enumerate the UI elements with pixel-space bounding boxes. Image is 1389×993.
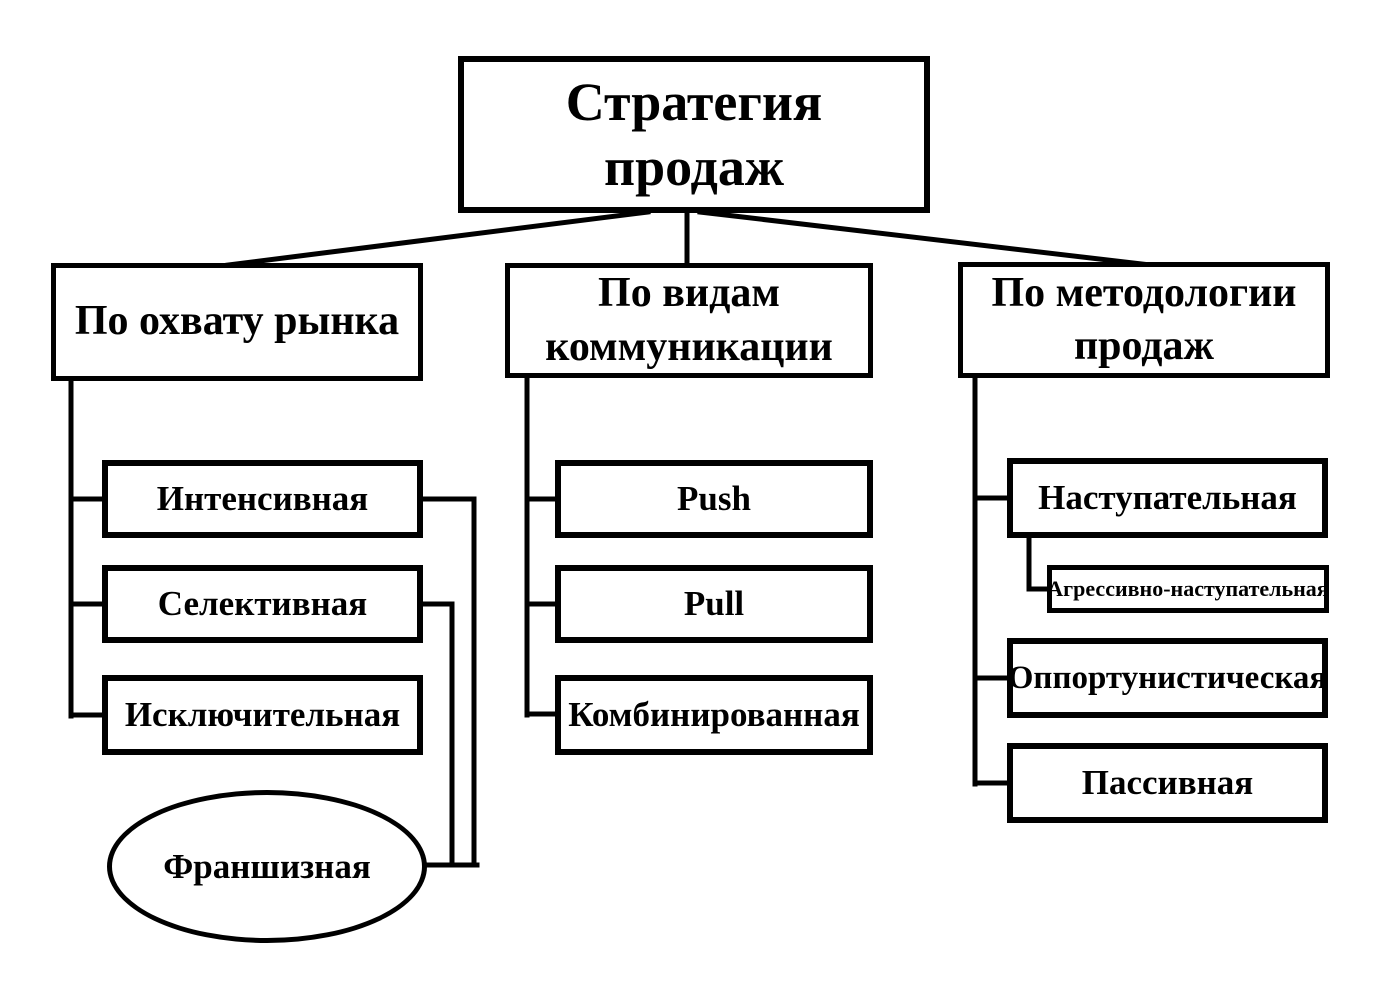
node-market-coverage-header: По охвату рынка bbox=[51, 263, 423, 381]
edge-selective-to-franchise bbox=[419, 601, 455, 868]
header-label: По методологии продаж bbox=[991, 267, 1296, 374]
node-strategy-root: Стратегия продаж bbox=[458, 56, 930, 213]
header-line-1: По методологии bbox=[991, 269, 1297, 316]
node-opportunistic: Оппортунистическая bbox=[1007, 638, 1328, 718]
edge-offensive-to-aggressive bbox=[1026, 534, 1051, 592]
node-sales-methodology-header: По методологии продаж bbox=[958, 262, 1330, 378]
header-line-2: коммуникации bbox=[545, 323, 833, 370]
node-pull: Pull bbox=[555, 565, 873, 643]
node-passive: Пассивная bbox=[1007, 743, 1328, 823]
root-title: Стратегия продаж bbox=[566, 70, 822, 200]
node-selective: Селективная bbox=[102, 565, 423, 643]
root-title-line-2: продаж bbox=[603, 136, 785, 197]
node-offensive: Наступательная bbox=[1007, 458, 1328, 538]
node-aggressive-offensive: Агрессивно-наступательная bbox=[1047, 565, 1329, 613]
header-line-2: продаж bbox=[1073, 323, 1215, 369]
edge-root-to-methodology bbox=[697, 209, 1153, 268]
edge-intensive-to-franchise bbox=[419, 496, 477, 868]
node-combined: Комбинированная bbox=[555, 675, 873, 755]
node-communication-types-header: По видам коммуникации bbox=[505, 263, 873, 378]
header-label: По видам коммуникации bbox=[545, 267, 833, 374]
node-exclusive: Исключительная bbox=[102, 675, 423, 755]
root-title-line-1: Стратегия bbox=[565, 71, 823, 132]
edge-root-to-market bbox=[225, 209, 651, 268]
node-franchise-ellipse: Франшизная bbox=[107, 790, 427, 943]
node-push: Push bbox=[555, 460, 873, 538]
header-label: По охвату рынка bbox=[74, 298, 400, 345]
node-intensive: Интенсивная bbox=[102, 460, 423, 538]
header-line-1: По видам bbox=[598, 270, 780, 317]
